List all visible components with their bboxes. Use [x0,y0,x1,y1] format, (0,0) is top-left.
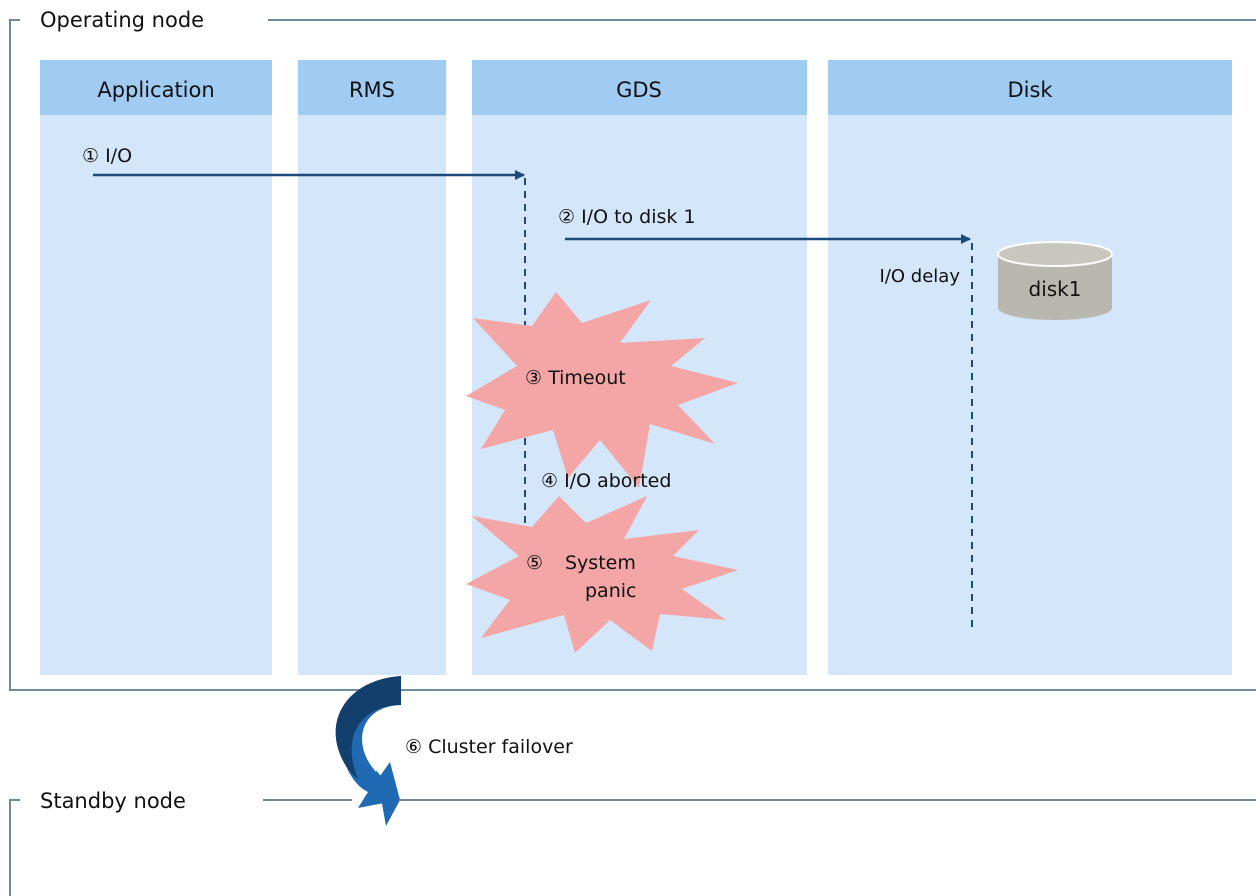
operating-node-label: Operating node [40,8,204,32]
cylinder-disk-icon: disk1 [997,241,1113,320]
step-6-cluster-failover-label: ⑥ Cluster failover [405,736,573,758]
application-column [40,60,272,675]
rms-column [298,60,446,675]
gds-header-label: GDS [616,78,662,102]
step-5-panic-label: panic [585,580,636,602]
disk-header [828,60,1232,115]
step-5-system-label: System [565,552,636,574]
explosion-burst-icon [466,292,738,488]
application-header [40,60,272,115]
step-1-io-label: ① I/O [82,145,132,167]
step-4-io-aborted-label: ④ I/O aborted [541,470,671,492]
operating-node-frame: Operating node [9,8,1256,691]
step-2-io-to-disk-label: ② I/O to disk 1 [558,206,696,228]
disk-column [828,60,1232,675]
step-3-timeout-label: ③ Timeout [525,367,626,389]
application-header-label: Application [97,78,214,102]
step-5-number: ⑤ [526,552,543,574]
disk-header-label: Disk [1007,78,1053,102]
standby-node-label: Standby node [40,789,186,813]
gds-header [472,60,807,115]
standby-node-frame: Standby node [9,789,1256,896]
io-delay-label: I/O delay [880,266,961,287]
explosion-burst-icon [466,496,738,653]
curved-failover-arrow-icon [335,676,401,826]
rms-header-label: RMS [349,78,395,102]
disk1-label: disk1 [1029,277,1082,301]
rms-header [298,60,446,115]
